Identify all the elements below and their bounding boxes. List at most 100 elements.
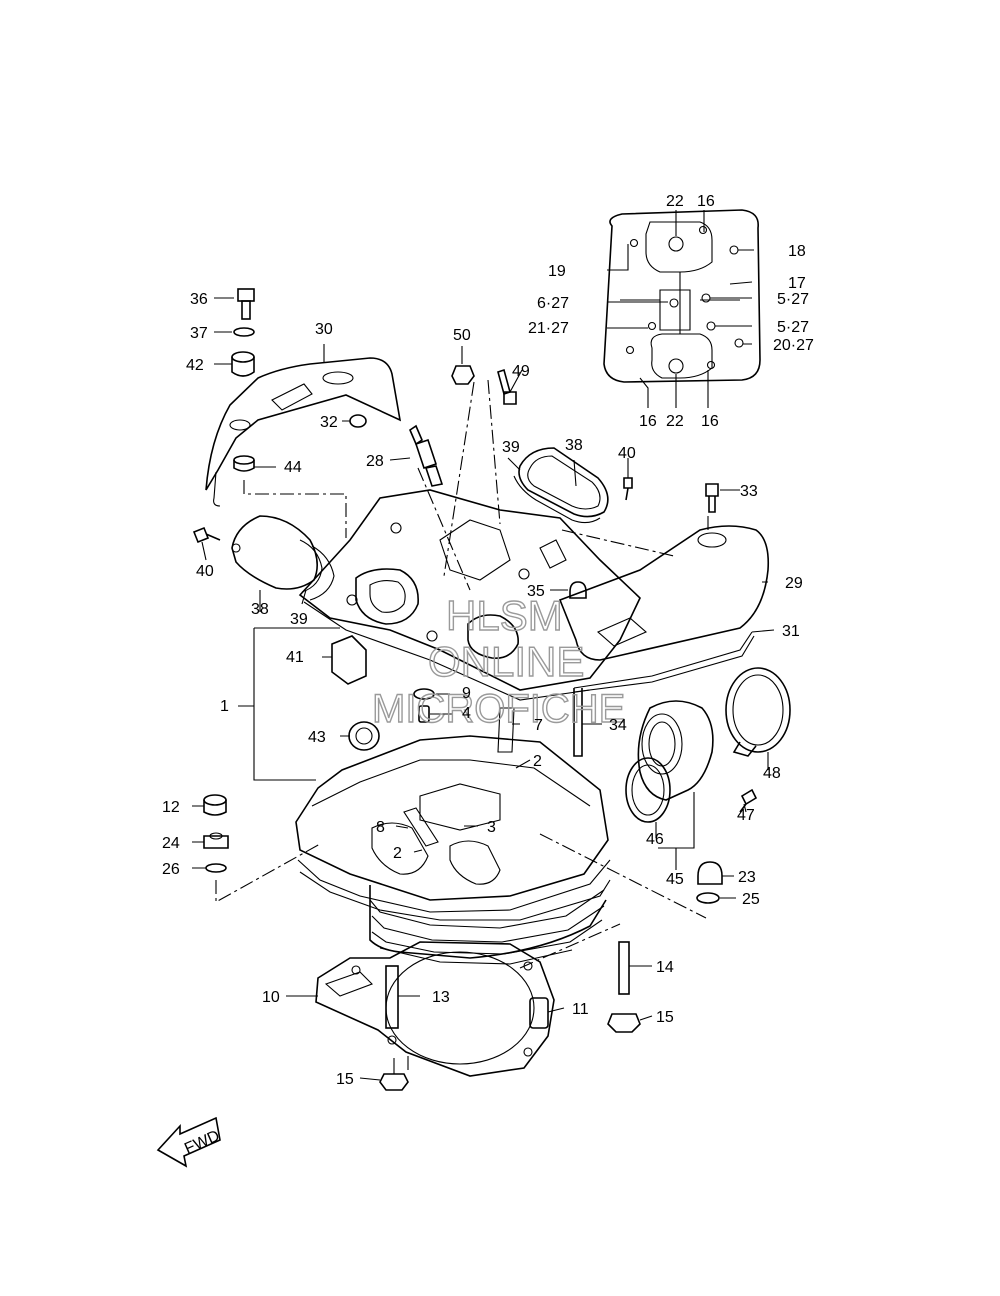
cylinder-head-upper — [298, 489, 641, 701]
nut-15-right — [607, 1013, 641, 1033]
nut-15-bottom — [379, 1073, 409, 1091]
callout-12: 12 — [162, 799, 180, 816]
spacer-44 — [233, 455, 255, 472]
callout-37: 37 — [190, 325, 208, 342]
clamp-48 — [725, 667, 791, 757]
cap-nut-23 — [697, 861, 723, 885]
fwd-arrow-icon: FWD — [156, 1116, 222, 1168]
callout-39-right: 39 — [502, 439, 520, 456]
callout-8: 8 — [376, 819, 385, 836]
grommet-42 — [231, 351, 255, 377]
watermark-line2: ONLINE — [428, 638, 584, 685]
callout-9: 9 — [462, 685, 471, 702]
stud-13 — [385, 965, 399, 1029]
cover-gasket-31 — [573, 631, 755, 693]
cap-nut-35 — [569, 581, 587, 599]
callout-21-27: 21·27 — [528, 320, 569, 337]
callout-48: 48 — [763, 765, 781, 782]
callout-16-right: 16 — [701, 413, 719, 430]
plug-12 — [203, 794, 227, 816]
side-cover-38-right — [513, 447, 609, 524]
gasket-46 — [625, 757, 671, 823]
callout-30: 30 — [315, 321, 333, 338]
watermark: HLSM ONLINE MICROFICHE — [371, 591, 626, 731]
callout-46: 46 — [646, 831, 664, 848]
pin-4 — [418, 705, 430, 723]
callout-35: 35 — [527, 583, 545, 600]
callout-39-left: 39 — [290, 611, 308, 628]
callout-25: 25 — [742, 891, 760, 908]
callout-47: 47 — [737, 807, 755, 824]
callout-43: 43 — [308, 729, 326, 746]
cylinder-head-cover-right — [558, 525, 770, 661]
callout-42: 42 — [186, 357, 204, 374]
callout-44: 44 — [284, 459, 302, 476]
callout-45: 45 — [666, 871, 684, 888]
cylinder-head-lower — [295, 707, 611, 965]
callout-32: 32 — [320, 414, 338, 431]
callout-36: 36 — [190, 291, 208, 308]
callout-16-left: 16 — [639, 413, 657, 430]
callout-15-bottom: 15 — [336, 1071, 354, 1088]
callout-16-top: 16 — [697, 193, 715, 210]
callout-50: 50 — [453, 327, 471, 344]
spark-plug-28 — [409, 424, 444, 487]
dowel-pin-11 — [529, 997, 549, 1029]
callout-38-left: 38 — [251, 601, 269, 618]
callout-19: 19 — [548, 263, 566, 280]
callout-28: 28 — [366, 453, 384, 470]
callout-14: 14 — [656, 959, 674, 976]
plug-41 — [331, 635, 367, 685]
callout-5-27-a: 5·27 — [777, 291, 809, 308]
screw-47 — [739, 788, 758, 813]
leader-lines — [192, 297, 775, 1081]
callout-40-right: 40 — [618, 445, 636, 462]
washer-37 — [233, 327, 255, 337]
callout-38-right: 38 — [565, 437, 583, 454]
washer-25 — [696, 892, 720, 904]
cap-32 — [349, 414, 367, 428]
callout-34: 34 — [609, 717, 627, 734]
nut-50 — [451, 365, 475, 385]
intake-pipe-45 — [637, 700, 714, 801]
callout-1: 1 — [220, 698, 229, 715]
cylinder-head-cover-left — [205, 357, 402, 507]
callout-11: 11 — [572, 1001, 589, 1018]
nut-24 — [203, 832, 229, 849]
callout-49: 49 — [512, 363, 530, 380]
inset-head-top-view — [603, 209, 761, 408]
callout-31: 31 — [782, 623, 800, 640]
callout-20-27: 20·27 — [773, 337, 814, 354]
callout-24: 24 — [162, 835, 180, 852]
callout-33: 33 — [740, 483, 758, 500]
callout-5-27-b: 5·27 — [777, 319, 809, 336]
bolt-33 — [705, 483, 719, 513]
callout-4: 4 — [462, 705, 471, 722]
stud-14 — [618, 941, 630, 995]
washer-26 — [205, 863, 227, 873]
o-ring-9 — [413, 688, 435, 700]
dashed-alignment-lines — [215, 379, 709, 1070]
callout-18: 18 — [788, 243, 806, 260]
bolt-40-left — [192, 526, 221, 544]
callout-2-upper: 2 — [533, 753, 542, 770]
side-cover-38-left — [231, 515, 335, 601]
callout-23: 23 — [738, 869, 756, 886]
bolt-40-right — [623, 477, 633, 501]
stud-34 — [573, 688, 583, 757]
callout-7: 7 — [534, 717, 543, 734]
callout-22-bottom: 22 — [666, 413, 684, 430]
callout-10: 10 — [262, 989, 280, 1006]
watermark-line3: MICROFICHE — [372, 687, 625, 731]
callout-22-top: 22 — [666, 193, 684, 210]
callout-41: 41 — [286, 649, 304, 666]
callout-15-right: 15 — [656, 1009, 674, 1026]
callout-26: 26 — [162, 861, 180, 878]
callout-6-27: 6·27 — [537, 295, 569, 312]
callout-29: 29 — [785, 575, 803, 592]
watermark-line1: HLSM — [446, 592, 563, 639]
callout-labels: 22 16 18 19 17 6·27 5·27 21·27 5·27 20·2… — [162, 193, 814, 1088]
fwd-label: FWD — [182, 1127, 222, 1157]
callout-2-lower: 2 — [393, 845, 402, 862]
